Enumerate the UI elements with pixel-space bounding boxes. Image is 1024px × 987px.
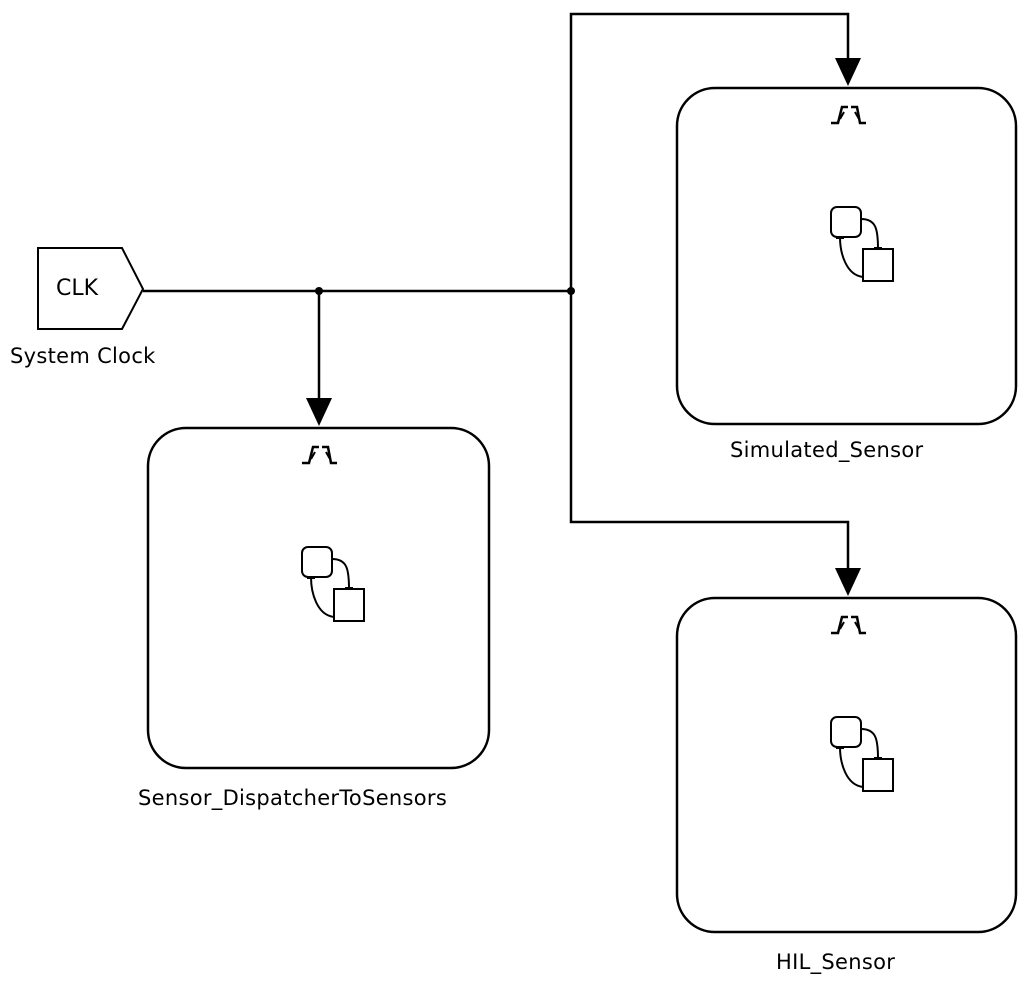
branch-to-hil — [569, 291, 850, 572]
simulated-sensor-label: Simulated_Sensor — [730, 438, 924, 462]
arrow-to-simulated — [835, 58, 861, 86]
block-hil-sensor[interactable] — [675, 596, 1018, 934]
clock-block-text: CLK — [56, 276, 99, 301]
arrow-to-dispatcher — [306, 398, 332, 426]
clock-block[interactable] — [37, 247, 145, 330]
clock-label: System Clock — [10, 344, 156, 368]
block-dispatcher[interactable] — [146, 426, 491, 770]
branch-to-simulated — [569, 12, 850, 291]
arrow-to-hil — [835, 568, 861, 596]
block-simulated-sensor[interactable] — [675, 86, 1018, 426]
dispatcher-label: Sensor_DispatcherToSensors — [138, 786, 448, 810]
signal-lines — [143, 12, 850, 572]
hil-sensor-label: HIL_Sensor — [776, 950, 896, 974]
junction-dot — [567, 287, 575, 295]
junction-dot — [315, 287, 323, 295]
